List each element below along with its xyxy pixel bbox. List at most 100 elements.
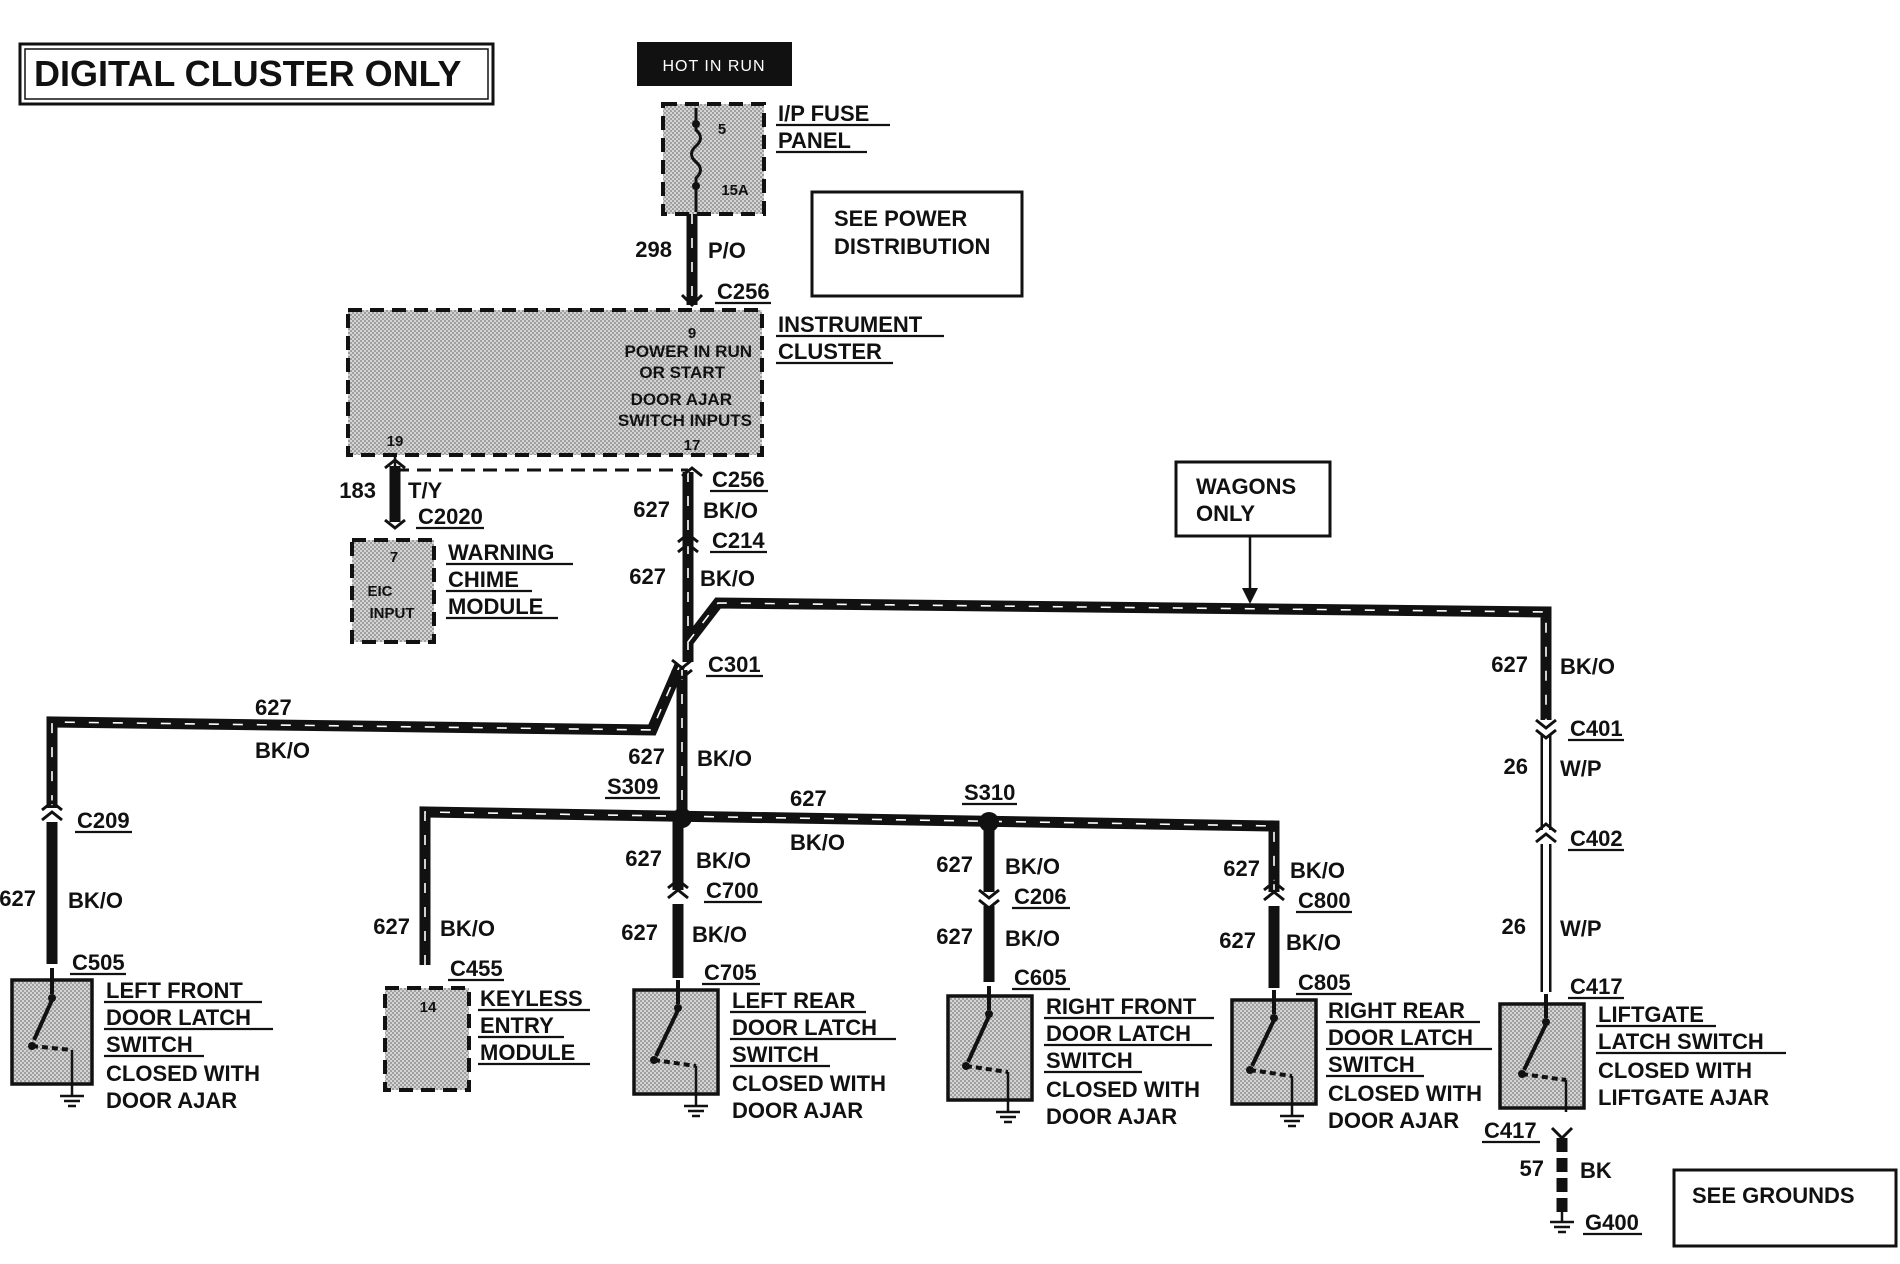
- svg-text:DOOR LATCH: DOOR LATCH: [1046, 1021, 1191, 1046]
- svg-text:BK/O: BK/O: [1560, 654, 1615, 679]
- diagram-title: DIGITAL CLUSTER ONLY: [34, 53, 461, 94]
- svg-text:CLOSED WITH: CLOSED WITH: [1328, 1081, 1482, 1106]
- svg-text:LIFTGATE: LIFTGATE: [1598, 1002, 1704, 1027]
- svg-text:C301: C301: [708, 652, 761, 677]
- svg-text:C417: C417: [1484, 1118, 1537, 1143]
- svg-text:T/Y: T/Y: [408, 478, 443, 503]
- svg-text:183: 183: [339, 478, 376, 503]
- svg-text:BK/O: BK/O: [255, 738, 310, 763]
- svg-text:RIGHT FRONT: RIGHT FRONT: [1046, 994, 1197, 1019]
- svg-text:SWITCH: SWITCH: [1328, 1052, 1415, 1077]
- svg-text:CLOSED WITH: CLOSED WITH: [106, 1061, 260, 1086]
- svg-text:DOOR AJAR: DOOR AJAR: [631, 390, 732, 409]
- connector-labels: C256 C256 C2020 C214 C301 C209 C505 C455…: [70, 279, 1642, 1236]
- svg-text:W/P: W/P: [1560, 916, 1602, 941]
- cluster-pin-chime: 19: [387, 433, 404, 450]
- svg-text:C455: C455: [450, 956, 503, 981]
- svg-text:S310: S310: [964, 780, 1015, 805]
- see-power-distribution-note: SEE POWER DISTRIBUTION: [810, 190, 1024, 298]
- svg-text:OR START: OR START: [639, 363, 725, 382]
- svg-text:SWITCH: SWITCH: [732, 1042, 819, 1067]
- svg-text:627: 627: [255, 695, 292, 720]
- svg-text:ENTRY: ENTRY: [480, 1013, 554, 1038]
- svg-text:C402: C402: [1570, 826, 1623, 851]
- svg-text:627: 627: [629, 564, 666, 589]
- svg-text:26: 26: [1504, 754, 1528, 779]
- svg-text:C206: C206: [1014, 884, 1067, 909]
- svg-text:DISTRIBUTION: DISTRIBUTION: [834, 234, 990, 259]
- svg-text:MODULE: MODULE: [448, 594, 543, 619]
- svg-text:MODULE: MODULE: [480, 1040, 575, 1065]
- svg-text:CLOSED WITH: CLOSED WITH: [1598, 1058, 1752, 1083]
- svg-text:C800: C800: [1298, 888, 1351, 913]
- svg-text:INPUT: INPUT: [370, 605, 415, 622]
- svg-text:C2020: C2020: [418, 504, 483, 529]
- svg-text:C805: C805: [1298, 970, 1351, 995]
- svg-text:LEFT REAR: LEFT REAR: [732, 988, 856, 1013]
- fuse-panel-name-1: I/P FUSE: [778, 101, 869, 126]
- svg-text:BK/O: BK/O: [1005, 926, 1060, 951]
- svg-text:57: 57: [1520, 1156, 1544, 1181]
- hot-in-run-label: HOT IN RUN: [637, 42, 792, 86]
- splice-s310-dot: [979, 812, 999, 832]
- svg-text:BK: BK: [1580, 1158, 1612, 1183]
- svg-text:ONLY: ONLY: [1196, 501, 1255, 526]
- svg-text:BK/O: BK/O: [1286, 930, 1341, 955]
- svg-text:627: 627: [936, 924, 973, 949]
- svg-text:SWITCH: SWITCH: [1046, 1048, 1133, 1073]
- svg-text:SWITCH INPUTS: SWITCH INPUTS: [618, 411, 752, 430]
- svg-text:BK/O: BK/O: [697, 746, 752, 771]
- svg-text:BK/O: BK/O: [68, 888, 123, 913]
- connector-glyphs: [41, 293, 1574, 1141]
- svg-text:C417: C417: [1570, 974, 1623, 999]
- svg-text:BK/O: BK/O: [696, 848, 751, 873]
- svg-text:627: 627: [1491, 652, 1528, 677]
- svg-text:627: 627: [1219, 928, 1256, 953]
- wagons-only-note: WAGONS ONLY: [1174, 460, 1332, 604]
- svg-text:CHIME: CHIME: [448, 567, 519, 592]
- see-grounds-note: SEE GROUNDS: [1672, 1168, 1898, 1248]
- svg-text:WAGONS: WAGONS: [1196, 474, 1296, 499]
- svg-text:BK/O: BK/O: [692, 922, 747, 947]
- instrument-cluster: 9 POWER IN RUN OR START DOOR AJAR SWITCH…: [346, 308, 944, 472]
- switch-left-rear: LEFT REAR DOOR LATCH SWITCH CLOSED WITH …: [632, 980, 896, 1123]
- svg-text:C256: C256: [717, 279, 770, 304]
- switch-left-front: LEFT FRONT DOOR LATCH SWITCH CLOSED WITH…: [10, 968, 273, 1113]
- svg-text:627: 627: [373, 914, 410, 939]
- svg-text:627: 627: [790, 786, 827, 811]
- svg-text:627: 627: [621, 920, 658, 945]
- title-box: DIGITAL CLUSTER ONLY: [18, 42, 495, 106]
- svg-text:BK/O: BK/O: [1290, 858, 1345, 883]
- svg-text:HOT IN RUN: HOT IN RUN: [662, 58, 765, 75]
- switch-right-front: RIGHT FRONT DOOR LATCH SWITCH CLOSED WIT…: [946, 986, 1214, 1129]
- svg-text:G400: G400: [1585, 1210, 1639, 1235]
- svg-text:627: 627: [628, 744, 665, 769]
- circuit-labels: 298 P/O 183 T/Y 627 BK/O 627 BK/O 627 BK…: [0, 237, 1615, 1183]
- warning-chime-module: 7 EIC INPUT WARNING CHIME MODULE: [350, 538, 573, 644]
- svg-text:BK/O: BK/O: [700, 566, 755, 591]
- svg-text:LIFTGATE AJAR: LIFTGATE AJAR: [1598, 1085, 1769, 1110]
- svg-text:C705: C705: [704, 960, 757, 985]
- cluster-pin-power: 9: [688, 325, 696, 342]
- svg-text:SEE POWER: SEE POWER: [834, 206, 967, 231]
- svg-text:DOOR LATCH: DOOR LATCH: [732, 1015, 877, 1040]
- svg-text:DOOR LATCH: DOOR LATCH: [106, 1005, 251, 1030]
- wires: [46, 214, 1568, 1212]
- fuse-number: 5: [718, 121, 726, 138]
- svg-text:C700: C700: [706, 878, 759, 903]
- svg-text:CLOSED WITH: CLOSED WITH: [732, 1071, 886, 1096]
- fuse-panel: 5 15A I/P FUSE PANEL: [661, 101, 890, 216]
- svg-text:26: 26: [1502, 914, 1526, 939]
- svg-text:C256: C256: [712, 467, 765, 492]
- svg-text:C505: C505: [72, 950, 125, 975]
- svg-text:DOOR AJAR: DOOR AJAR: [1328, 1108, 1459, 1133]
- ground-g400-symbol: [1548, 1210, 1576, 1234]
- svg-text:EIC: EIC: [367, 583, 392, 600]
- svg-text:C401: C401: [1570, 716, 1623, 741]
- svg-text:C214: C214: [712, 528, 765, 553]
- svg-text:BK/O: BK/O: [703, 498, 758, 523]
- svg-text:627: 627: [1223, 856, 1260, 881]
- svg-text:CLOSED WITH: CLOSED WITH: [1046, 1077, 1200, 1102]
- svg-text:BK/O: BK/O: [1005, 854, 1060, 879]
